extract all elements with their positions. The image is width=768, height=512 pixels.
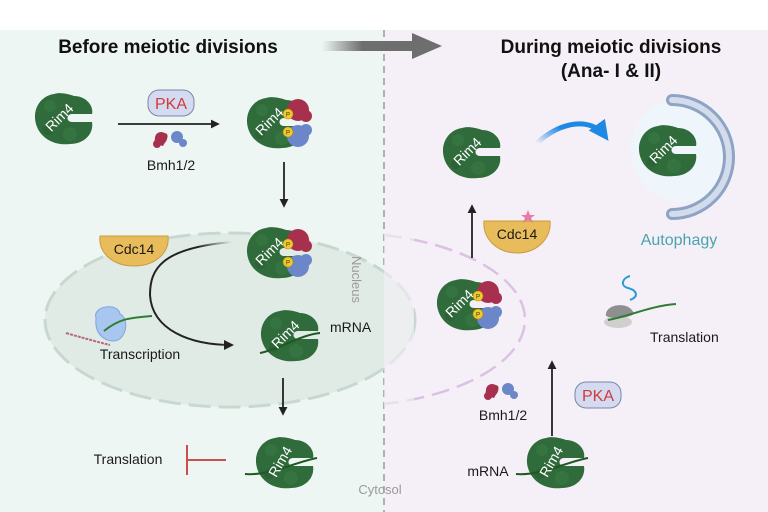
pka-badge-left [147, 89, 195, 117]
cytosol-label: Cytosol [358, 482, 401, 497]
pka-label-left: PKA [155, 96, 187, 113]
nucleus [43, 231, 417, 409]
svg-text:P: P [286, 243, 290, 249]
autophagosome-lumen [631, 98, 735, 202]
transition-arrow-head [412, 33, 442, 59]
during-title-line1: During meiotic divisions [501, 37, 722, 58]
ribosome-translation-icon [604, 275, 677, 328]
svg-text:P: P [286, 261, 290, 267]
rim4-phospho-icon-nucleus: Rim4 P P [247, 227, 312, 278]
translation-label-left: Translation [94, 451, 163, 467]
mrna-label-nucleus: mRNA [330, 319, 372, 335]
autophagy-label: Autophagy [641, 232, 718, 249]
svg-text:P: P [476, 295, 480, 301]
dephosphorylation-arrow [148, 241, 234, 350]
transcription-label: Transcription [100, 346, 180, 362]
translation-label-right: Translation [650, 329, 719, 345]
autophagy-arrow [528, 118, 609, 152]
nucleus-label: Nucleus [349, 256, 364, 303]
svg-text:P: P [286, 131, 290, 137]
cdc14-icon-right [483, 220, 551, 254]
activation-star-icon [521, 210, 535, 223]
pka-label-right: PKA [582, 388, 614, 405]
svg-text:P: P [476, 313, 480, 319]
svg-text:P: P [286, 113, 290, 119]
transition-arrow-shaft [322, 41, 412, 51]
cdc14-label-right: Cdc14 [497, 226, 538, 242]
nucleus-overlap [384, 230, 414, 410]
transcription-icon [65, 306, 153, 346]
pka-badge-right [574, 381, 622, 409]
cdc14-icon-left [99, 235, 169, 267]
mrna-label-right: mRNA [467, 463, 509, 479]
bmh-label-left: Bmh1/2 [147, 157, 195, 173]
bmh-label-right: Bmh1/2 [479, 407, 527, 423]
before-title: Before meiotic divisions [58, 37, 278, 58]
during-panel [384, 30, 768, 512]
inhibition-icon [186, 445, 226, 475]
nucleus-edge-right [383, 233, 527, 406]
cdc14-label-left: Cdc14 [114, 241, 155, 257]
during-title-line2: (Ana- I & II) [561, 61, 661, 82]
